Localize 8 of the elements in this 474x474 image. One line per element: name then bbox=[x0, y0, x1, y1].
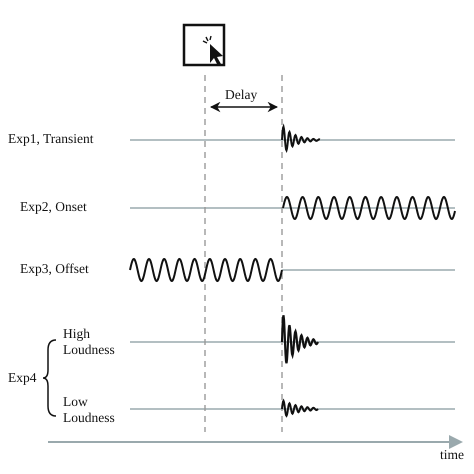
row-label: Exp2, Onset bbox=[20, 199, 87, 215]
row-label: High Loudness bbox=[63, 326, 116, 358]
delay-label: Delay bbox=[225, 87, 258, 103]
row-label: Exp3, Offset bbox=[20, 261, 89, 277]
row-label: Exp4 bbox=[8, 370, 36, 386]
row-label: Low Loudness bbox=[63, 394, 116, 426]
row-label: Exp1, Transient bbox=[8, 131, 94, 147]
axis-label: time bbox=[440, 447, 464, 463]
